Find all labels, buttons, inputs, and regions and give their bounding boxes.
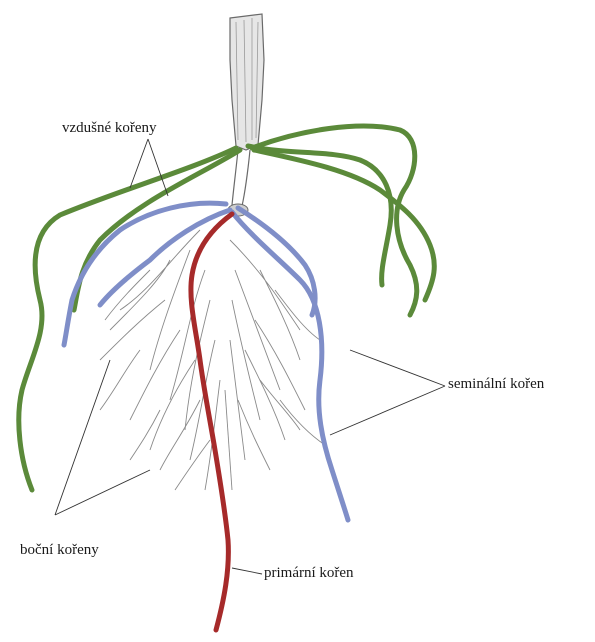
aerial-roots-label: vzdušné kořeny bbox=[62, 121, 157, 136]
seminal-root-label: seminální kořen bbox=[448, 377, 544, 392]
aerial-roots bbox=[19, 126, 435, 490]
stem bbox=[228, 14, 264, 216]
seminal-roots bbox=[64, 203, 348, 520]
primary-root bbox=[191, 214, 232, 630]
lateral-roots-label: boční kořeny bbox=[20, 543, 99, 558]
leader-lines bbox=[55, 139, 445, 574]
primary-root-label: primární kořen bbox=[264, 566, 354, 581]
